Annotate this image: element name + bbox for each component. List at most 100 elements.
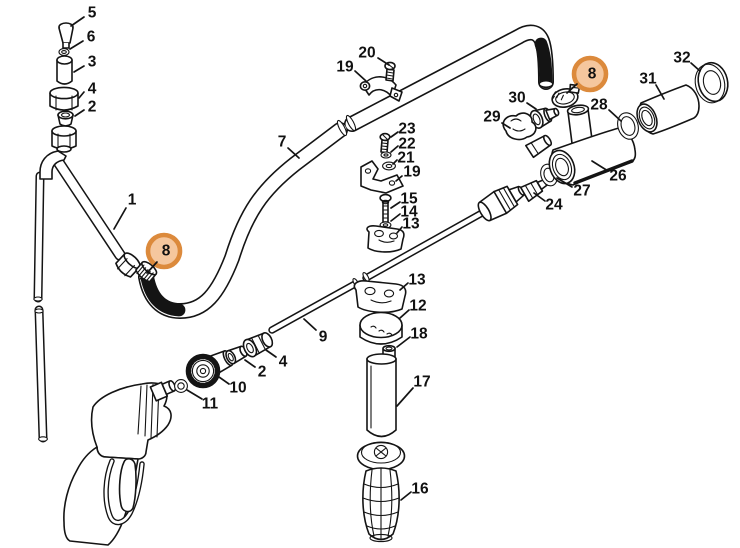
grip-16 [356,441,406,543]
callout-28: 28 [590,97,622,122]
part-number: 18 [410,326,428,343]
leader-line [608,109,622,122]
oring-11 [174,379,188,393]
callout-4: 4 [78,81,97,99]
part-number: 32 [673,50,690,67]
spray-gun [63,380,177,546]
callout-17: 17 [396,374,431,407]
callout-32: 32 [673,50,701,72]
leader-line [354,70,367,82]
callout-11: 11 [186,389,219,413]
part-number: 7 [278,134,287,151]
hose-1-coupling [115,252,158,283]
callout-30: 30 [508,90,537,110]
callout-2: 2 [244,359,267,381]
washer-22 [380,151,392,159]
callout-4: 4 [265,349,288,371]
highlight-leader-line [566,83,578,94]
part-number: 17 [413,374,430,391]
part-number: 10 [229,380,246,397]
leader-line [533,192,546,202]
callout-layer: 5634217192023222119151413131218171694210… [69,5,701,501]
part-number: 2 [88,99,97,116]
part-number: 30 [508,90,525,107]
callout-29: 29 [483,109,511,129]
part-number: 22 [398,136,415,153]
tube-17 [366,353,397,438]
callout-12: 12 [399,298,427,319]
leader-line [400,491,412,501]
part-3-sleeve [56,55,73,85]
callout-2: 2 [74,99,97,117]
clamp-strap-19 [359,76,403,102]
part-number: 27 [573,183,590,200]
highlighted-part-number: 8 [588,66,597,83]
leader-line [186,389,203,400]
part-number: 13 [402,216,420,233]
highlight-leader-line [146,261,158,274]
callout-1: 1 [113,192,137,230]
callout-13: 13 [399,272,426,291]
part-number: 15 [400,191,418,208]
clamp-block-13-upper [366,225,405,253]
highlight-ring [571,55,609,93]
screw-20 [384,61,396,82]
callout-10: 10 [218,376,247,397]
callout-24: 24 [533,192,563,214]
callout-15: 15 [390,191,418,209]
leader-line [396,226,403,234]
leader-line [395,175,403,182]
cone-2-gun [225,345,248,365]
part-number: 19 [403,164,421,181]
part-number: 19 [336,59,354,76]
callout-27: 27 [556,177,591,200]
callout-26: 26 [591,160,627,185]
leader-line [390,131,399,138]
callout-31: 31 [639,71,665,100]
part-number: 9 [319,329,328,346]
part-number: 31 [639,71,657,88]
leader-line [399,282,409,291]
leader-line [556,177,573,188]
part-number: 4 [279,354,288,371]
part-4-nut-top [49,86,79,111]
part-number: 2 [258,364,267,381]
hose-clamp-8 [551,83,581,109]
bracket-19 [360,160,404,194]
part-number: 4 [88,81,97,98]
leader-line [655,84,665,100]
water-pipe [33,171,48,443]
leader-line [501,122,511,129]
callout-21: 21 [392,150,415,167]
hose-7 [138,24,554,320]
leader-line [377,57,390,66]
sleeve-31 [636,84,700,135]
callout-3: 3 [73,54,97,73]
part-number: 6 [87,29,96,46]
callout-6: 6 [69,29,96,50]
callout-9: 9 [303,318,328,346]
callout-19: 19 [395,164,421,182]
callout-16: 16 [400,481,429,501]
highlighted-part-number: 8 [162,243,171,260]
part-number: 24 [545,197,563,214]
ring-32 [694,61,729,104]
highlight-8: 8 [145,232,183,274]
fitting-30 [529,107,560,129]
callout-19: 19 [336,59,367,82]
hose-1 [53,157,126,261]
leader-line [396,336,411,348]
leader-line [690,62,701,72]
disc-12 [359,311,403,345]
callout-5: 5 [70,5,97,27]
leader-line [591,160,609,172]
leader-line [390,145,399,153]
leader-line [73,65,85,73]
bolt-15 [379,193,392,223]
leader-line [244,359,256,368]
part-number: 29 [483,109,501,126]
leader-line [265,349,277,358]
callout-20: 20 [358,45,390,66]
part-5-nozzle-insert [58,22,74,49]
leader-line [287,147,300,159]
